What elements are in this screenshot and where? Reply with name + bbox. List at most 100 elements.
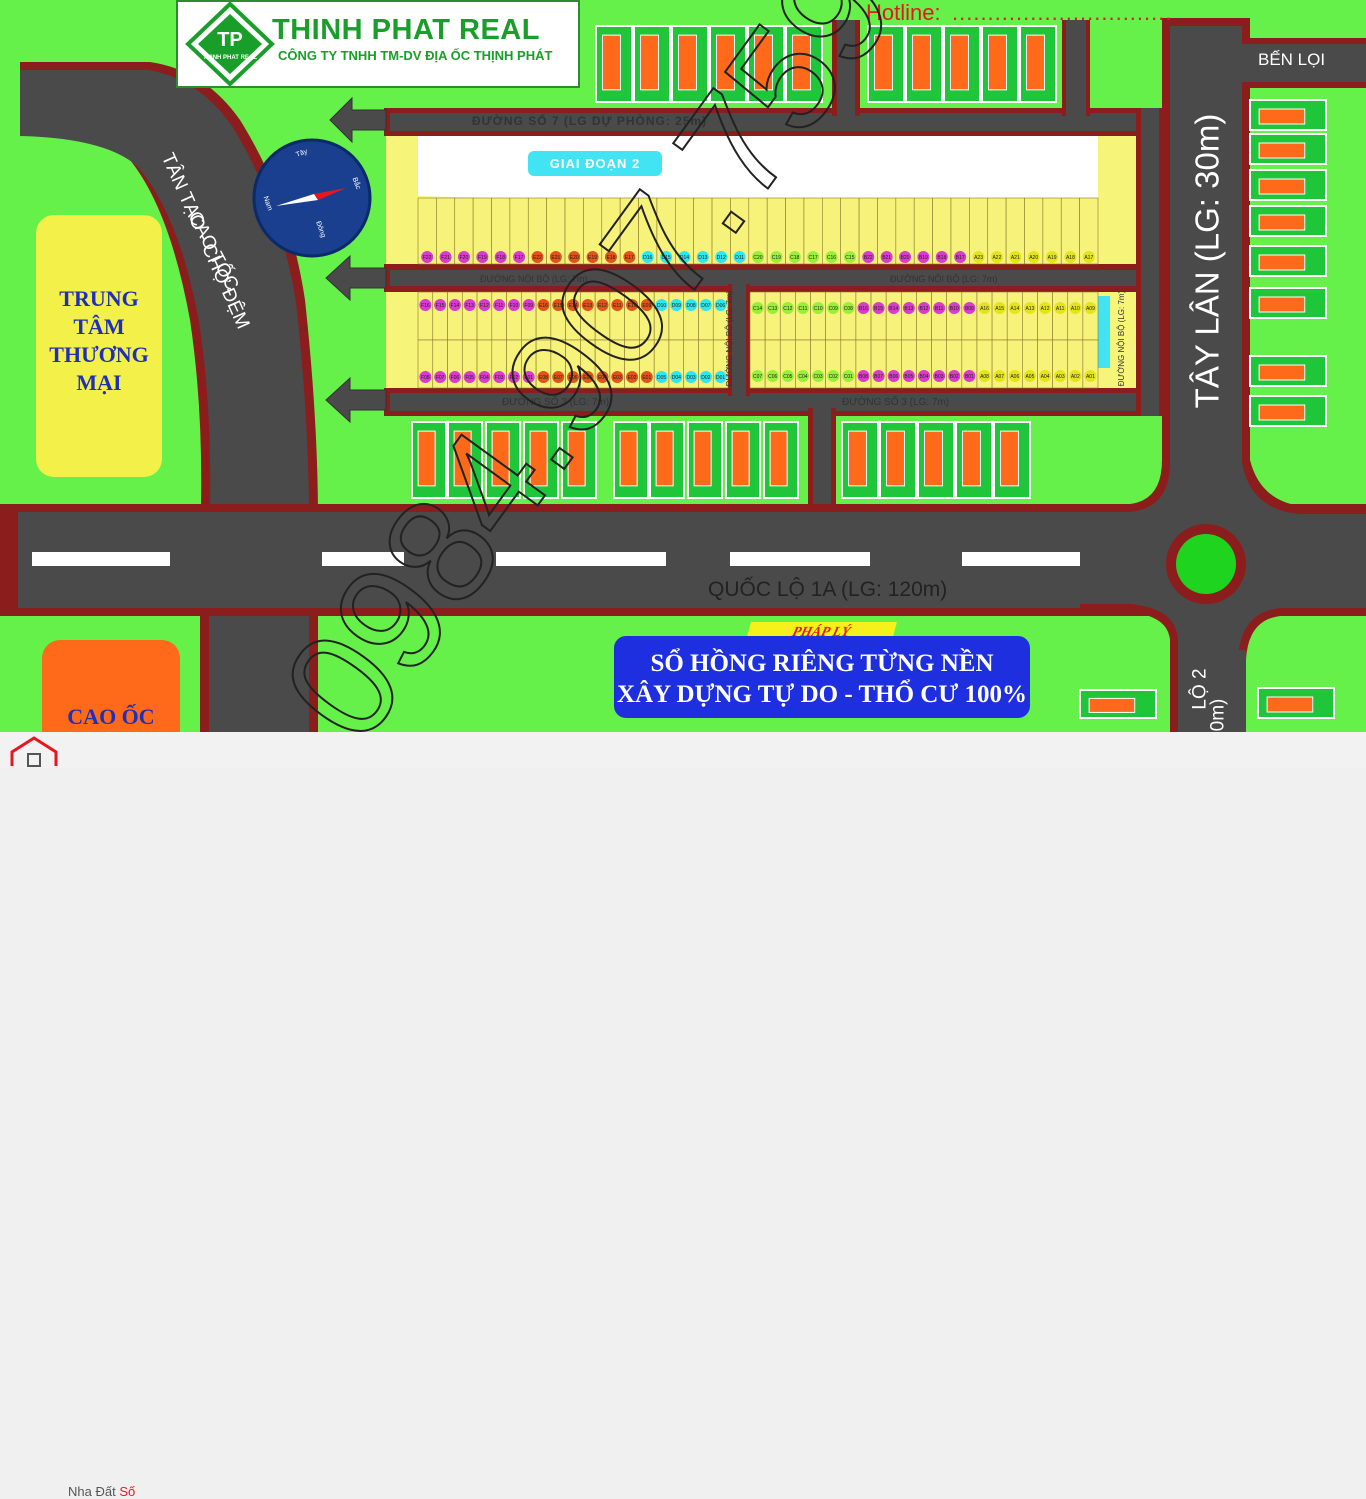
lot-marker-c15	[843, 251, 856, 263]
lot-label-a22: A22	[992, 255, 1001, 261]
road-label-noi-bo-left: ĐƯỜNG NỘI BỘ (LG: 7m)	[480, 274, 588, 284]
lot-marker-d06	[714, 299, 727, 311]
lot-marker-a13	[1023, 302, 1036, 314]
lot-label-c12: C12	[783, 306, 792, 312]
house-lot-22	[879, 421, 917, 499]
lot-marker-d13	[696, 251, 709, 263]
lot-label-e06: E06	[569, 375, 578, 381]
lot-marker-b10	[948, 302, 961, 314]
lot-label-f16: F16	[421, 303, 430, 309]
lot-marker-c11	[796, 302, 809, 314]
lot-marker-f05	[463, 371, 476, 383]
lot-marker-e20	[568, 251, 581, 263]
house-lot-8	[943, 25, 981, 103]
lot-marker-e11	[611, 299, 624, 311]
lot-marker-a14	[1008, 302, 1021, 314]
lot-label-a17: A17	[1084, 255, 1093, 261]
lot-marker-a03	[1054, 370, 1067, 382]
lot-label-e13: E13	[583, 303, 592, 309]
lot-label-c10: C10	[813, 306, 822, 312]
lot-label-e16: E16	[539, 303, 548, 309]
lot-label-a02: A02	[1071, 374, 1080, 380]
lot-marker-a17	[1082, 251, 1095, 263]
lot-label-f19: F19	[478, 255, 487, 261]
lot-marker-b03	[933, 370, 946, 382]
lot-label-e17: E17	[625, 255, 634, 261]
lot-marker-e08	[537, 371, 550, 383]
lot-label-f13: F13	[465, 303, 474, 309]
hotline-placeholder: ...............................	[952, 0, 1173, 25]
lot-label-e12: E12	[598, 303, 607, 309]
lot-marker-b13	[902, 302, 915, 314]
lot-label-a08: A08	[980, 374, 989, 380]
lot-marker-a23	[972, 251, 985, 263]
lot-marker-b12	[918, 302, 930, 314]
lot-marker-d05	[655, 371, 668, 383]
lot-label-d14: D14	[680, 255, 689, 261]
lot-label-c13: C13	[768, 306, 777, 312]
lot-marker-e02	[626, 371, 639, 383]
lot-label-c08: C08	[844, 306, 853, 312]
lot-label-b17: B17	[956, 255, 965, 261]
lot-marker-b06	[887, 370, 900, 382]
company-name: CÔNG TY TNHH TM-DV ĐỊA ỐC THỊNH PHÁT	[278, 48, 553, 63]
house-lot-29	[1249, 205, 1327, 237]
lot-label-b19: B19	[919, 255, 928, 261]
lot-marker-f04	[478, 371, 491, 383]
lot-label-b02: B02	[950, 374, 959, 380]
lot-label-f02: F02	[510, 375, 519, 381]
lot-label-a15: A15	[995, 306, 1004, 312]
site-brand[interactable]: Nha Đất Số	[68, 1484, 135, 1499]
house-logo-icon	[10, 736, 58, 767]
lot-marker-a07	[993, 370, 1006, 382]
lot-label-f15: F15	[436, 303, 445, 309]
lot-marker-f09	[522, 299, 535, 311]
lot-marker-e04	[596, 371, 609, 383]
lot-label-f05: F05	[465, 375, 474, 381]
lot-marker-b18	[935, 251, 948, 263]
lot-label-b07: B07	[874, 374, 883, 380]
lot-label-e07: E07	[554, 375, 563, 381]
lot-label-c11: C11	[799, 306, 808, 312]
lot-label-d01: D01	[716, 375, 725, 381]
lot-label-c15: C15	[845, 255, 854, 261]
house-lot-9	[981, 25, 1019, 103]
mall-label: TRUNG TÂM THƯƠNG MẠI	[49, 286, 149, 395]
lot-marker-e10	[626, 299, 639, 311]
lot-marker-a10	[1069, 302, 1082, 314]
lot-label-f10: F10	[510, 303, 519, 309]
lot-marker-a21	[1009, 251, 1022, 263]
lot-marker-b09	[963, 302, 976, 314]
lot-label-d08: D08	[687, 303, 696, 309]
lot-marker-c07	[751, 370, 764, 382]
road-label-tinh-lo-width: 0m)	[1207, 698, 1229, 732]
road-label-duong-so-7: ĐƯỜNG SỐ 7 (LG DỰ PHÒNG: 25m)	[472, 114, 708, 128]
lot-label-b03: B03	[935, 374, 944, 380]
house-lot-28	[1249, 169, 1327, 201]
lot-label-b14: B14	[889, 306, 898, 312]
house-lot-31	[1249, 287, 1327, 319]
lot-marker-b15	[872, 302, 885, 314]
house-lot-35	[1257, 687, 1335, 719]
lot-marker-c18	[788, 251, 801, 263]
lot-label-f06: F06	[451, 375, 460, 381]
site-brand-b: Số	[119, 1484, 136, 1499]
footer-bar: Nha Đất Số	[0, 732, 1366, 1499]
lot-label-f08: F08	[421, 375, 430, 381]
road-label-duong-so-3-right: ĐƯỜNG SỐ 3 (LG: 7m)	[842, 397, 950, 408]
road-label-tay-lan: TÂY LÂN (LG: 30m)	[1188, 113, 1226, 409]
lot-label-b20: B20	[901, 255, 910, 261]
house-lot-0	[595, 25, 633, 103]
lot-marker-d04	[670, 371, 683, 383]
lot-marker-b14	[887, 302, 900, 314]
lot-marker-f21	[439, 251, 452, 263]
lot-marker-f20	[457, 251, 470, 263]
lot-marker-d14	[678, 251, 691, 263]
lot-label-d02: D02	[701, 375, 710, 381]
house-lot-16	[613, 421, 649, 499]
lot-label-e21: E21	[551, 255, 560, 261]
lot-marker-f18	[494, 251, 507, 263]
lot-marker-c20	[752, 251, 764, 263]
lot-marker-f03	[493, 371, 506, 383]
lot-label-c18: C18	[790, 255, 799, 261]
